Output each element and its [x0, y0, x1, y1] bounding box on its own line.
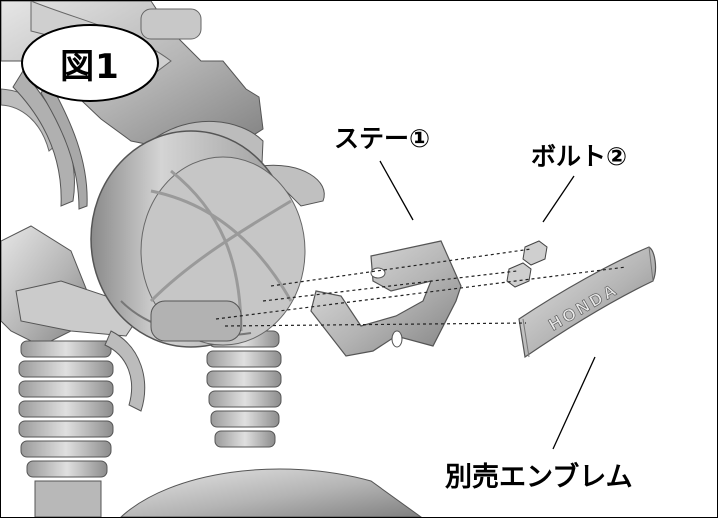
headlight [90, 121, 325, 348]
figure-label-text: 図1 [60, 46, 120, 87]
leader-lines [379, 160, 596, 450]
stay-bracket [310, 240, 462, 357]
front-fender [120, 468, 422, 517]
callout-bolt: ボルト② [531, 142, 628, 171]
left-fork [1, 225, 146, 517]
figure-label-ellipse [21, 24, 159, 102]
figure-label: 図1 [21, 24, 159, 102]
callout-emblem: 別売エンブレム [445, 462, 633, 493]
emblem [518, 246, 657, 359]
right-fork-spring [206, 330, 282, 448]
alignment-lines [215, 248, 627, 327]
bolts [506, 240, 548, 288]
emblem-text: HONDA [546, 279, 622, 334]
callout-stay: ステー① [334, 124, 431, 153]
